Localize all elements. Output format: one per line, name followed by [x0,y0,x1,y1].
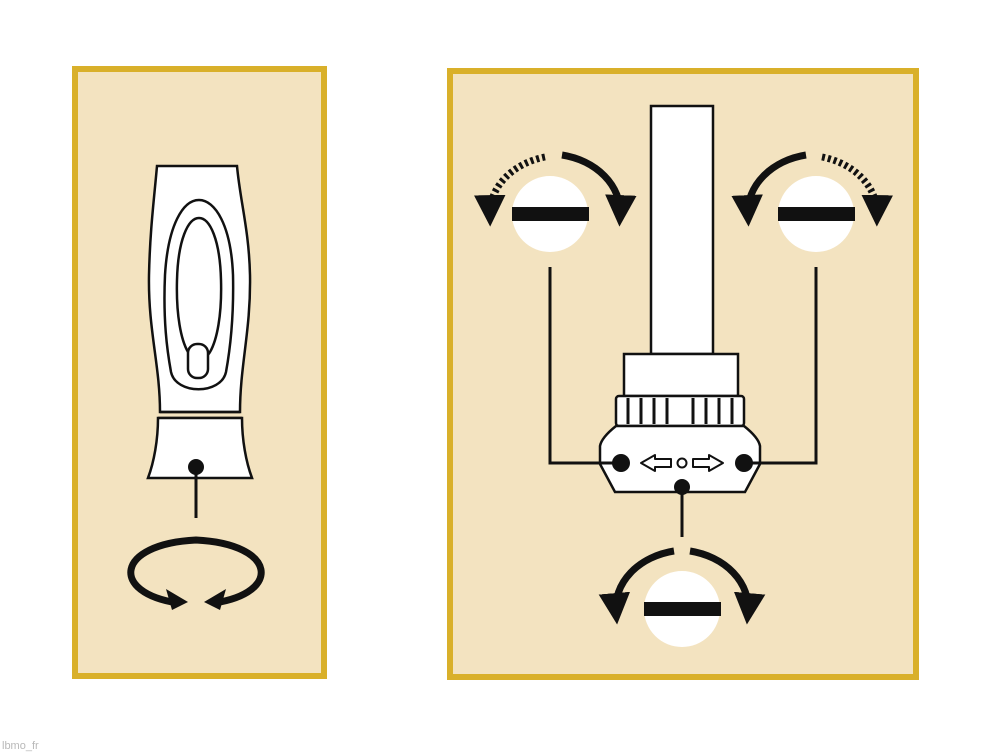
rotate-left-icon [474,151,637,252]
ratchet-shaft-icon [598,104,762,494]
watermark: lbmo_fr [2,740,39,752]
screwdriver-handle-icon [146,164,254,480]
direction-selector-icon [640,454,724,472]
leader-lines [548,267,818,537]
right-panel [447,68,919,680]
rotate-both-directions-icon [127,536,265,610]
left-panel [72,66,327,679]
locked-position-icon [598,547,766,647]
rotate-right-icon [731,151,893,252]
